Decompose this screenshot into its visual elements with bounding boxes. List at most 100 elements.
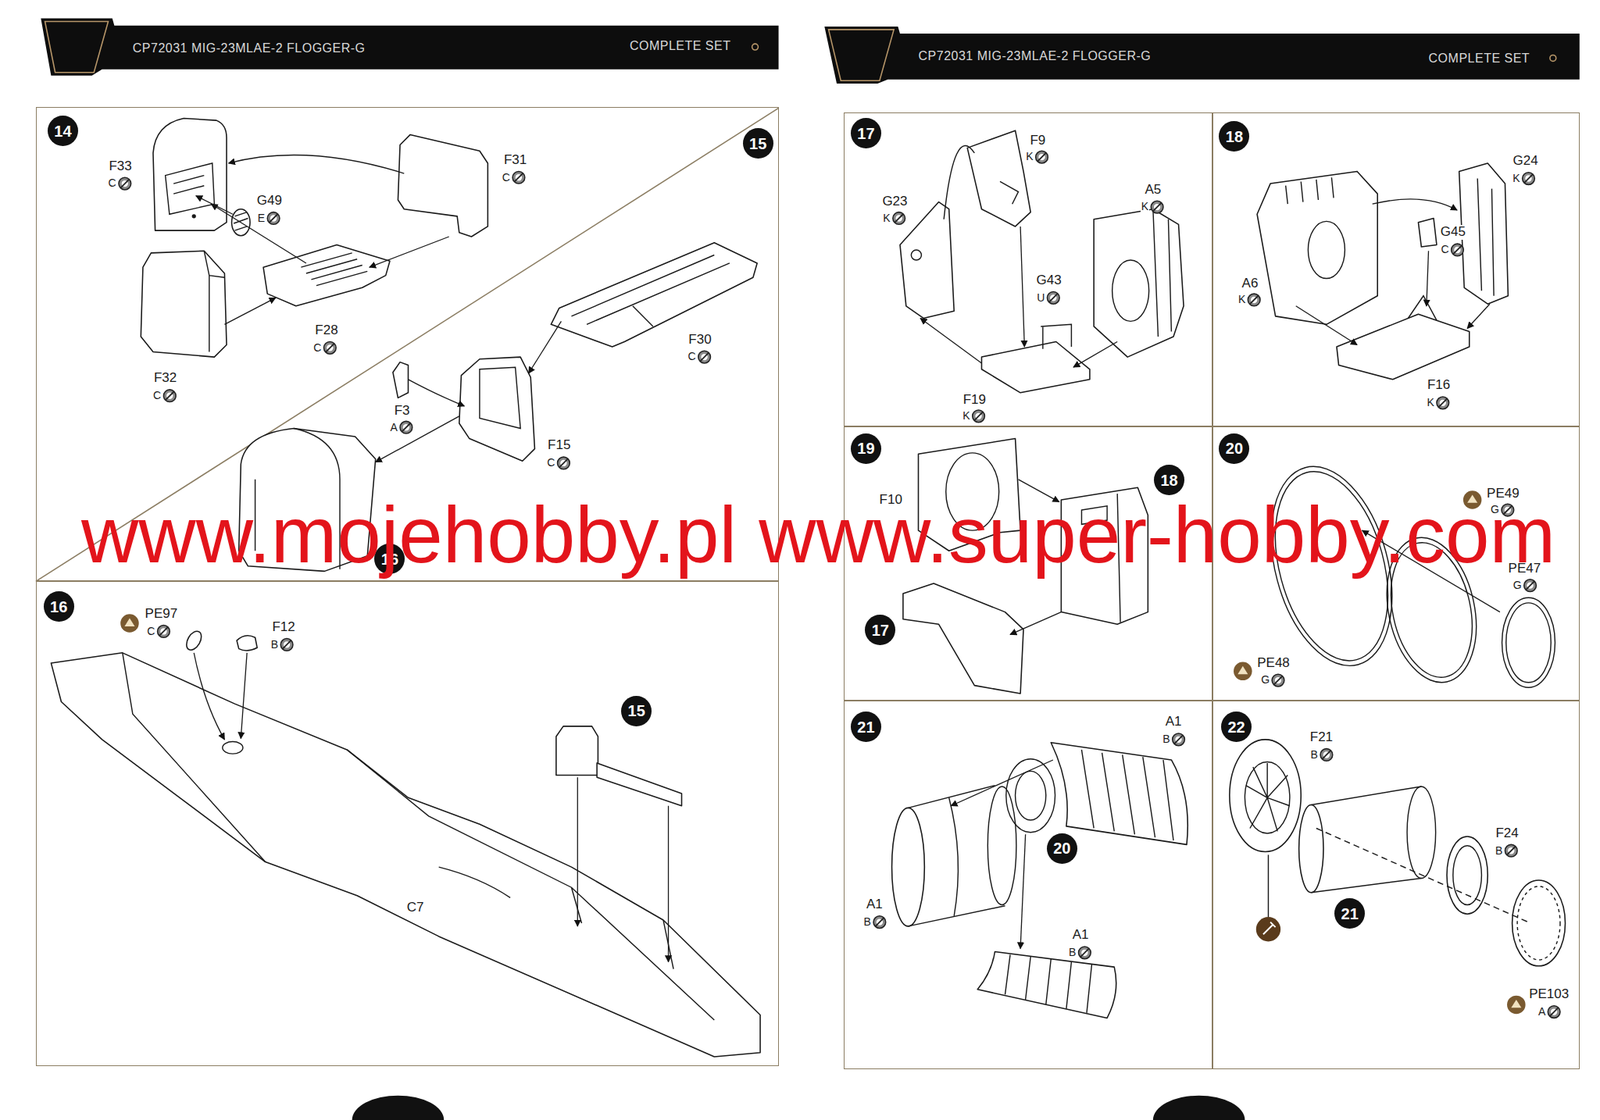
sprue-icon: [1504, 844, 1518, 858]
sprue-icon: [400, 421, 413, 434]
sprue-icon: [1078, 946, 1092, 960]
sprue-icon: [323, 342, 336, 355]
part-detail: [1244, 762, 1290, 834]
header-dot: [752, 43, 759, 50]
sprue-letter: G: [1512, 579, 1523, 592]
part-pe97: [183, 628, 205, 653]
sprue-icon: [1524, 579, 1537, 593]
step-number: 15: [742, 128, 774, 159]
part-f9: [967, 130, 1031, 227]
sprue-icon: [875, 917, 884, 926]
part-f21: [1229, 739, 1301, 853]
sprue-icon: [1525, 581, 1534, 590]
callout-circle: 17: [864, 614, 896, 646]
sprue-icon: [557, 457, 571, 470]
part-a6: [1257, 171, 1378, 325]
assembly-arrow: [224, 297, 275, 325]
assembly-arrow: [1296, 306, 1358, 346]
sprue-icon: [873, 916, 886, 929]
part-detail: [1153, 209, 1172, 337]
part-number: A5: [1143, 182, 1164, 198]
callout-circle: 15: [621, 696, 652, 727]
sprue-icon: [1453, 246, 1461, 254]
sprue-icon: [1046, 292, 1060, 305]
part-f30: [550, 242, 758, 347]
assembly-arrow: [667, 806, 669, 963]
part-a1: [987, 786, 1017, 905]
sprue-letter: C: [107, 177, 118, 190]
assembly-arrow: [1010, 612, 1061, 636]
sprue-letter: B: [1161, 733, 1171, 746]
part-tube: [1299, 804, 1324, 893]
part-detail: [300, 253, 368, 286]
sprue-icon: [1524, 174, 1533, 183]
callout-number: 15: [628, 703, 646, 719]
step18-art: [1257, 163, 1508, 380]
assembly-arrow: [577, 777, 579, 927]
sprue-icon: [1274, 676, 1283, 685]
step22-art: [1229, 739, 1566, 967]
sprue-letter: U: [1035, 292, 1046, 304]
part-detail: [910, 250, 922, 261]
part-f24: [1446, 836, 1488, 915]
part-number: F32: [152, 371, 179, 386]
sprue-letter: C: [146, 625, 156, 638]
part-number: F24: [1493, 826, 1520, 842]
callout-number: 20: [1053, 840, 1071, 857]
part-number: G45: [1439, 225, 1468, 240]
sprue-icon: [282, 640, 291, 649]
pe-icon: [1507, 996, 1526, 1015]
part-number: F30: [686, 332, 713, 348]
callout-number: 17: [871, 622, 890, 639]
sprue-icon: [894, 214, 903, 222]
sprue-letter: C: [546, 457, 556, 469]
sprue-letter: C: [501, 171, 511, 184]
sprue-letter: B: [1310, 749, 1319, 761]
pe-icon: [1233, 662, 1253, 682]
sprue-letter: K: [882, 212, 891, 225]
part-f31: [397, 134, 488, 237]
assembly-arrow: [240, 653, 247, 740]
part-number: G49: [255, 193, 284, 209]
header-bar: [40, 18, 779, 76]
part-detail: [203, 250, 225, 352]
step-panel: 1615: [35, 581, 779, 1066]
sprue-letter: K: [1511, 172, 1521, 185]
part-number: F9: [1028, 133, 1047, 149]
step16-art: [50, 628, 761, 1058]
step-number: 21: [850, 711, 882, 743]
step-panel: 2221: [1212, 700, 1580, 1070]
sprue-letter: B: [1067, 946, 1077, 959]
sprue-icon: [972, 410, 986, 423]
assembly-arrow: [196, 196, 233, 215]
header-text: CP72031 MIG-23MLAE-2 FLOGGER-G: [918, 49, 1152, 64]
part-number: A1: [1071, 928, 1091, 943]
sprue-letter: G: [1260, 674, 1271, 686]
assembly-arrow: [193, 653, 225, 740]
sprue-icon: [402, 423, 411, 432]
part-detail: [1453, 846, 1483, 906]
sprue-icon: [165, 392, 174, 400]
part-detail: [1112, 260, 1150, 322]
part-number: A1: [864, 897, 885, 913]
part-detail: [1477, 178, 1494, 297]
part-detail: [192, 214, 197, 218]
sprue-icon: [1547, 1006, 1561, 1019]
sprue-icon: [1035, 150, 1049, 164]
part-detail: [1285, 177, 1334, 204]
assembly-arrow: [1020, 226, 1025, 347]
part-detail: [165, 163, 215, 215]
part-detail: [1005, 954, 1093, 1013]
sprue-icon: [1049, 293, 1058, 302]
part-a1: [907, 785, 1005, 927]
glue-icon: [1263, 922, 1276, 936]
sprue-letter: A: [1537, 1006, 1547, 1018]
part-number: PE97: [143, 607, 180, 622]
part-detail: [122, 653, 715, 1021]
page-tab: [1153, 1096, 1246, 1120]
step-number: 22: [1221, 711, 1252, 743]
part-number: A1: [1164, 714, 1184, 730]
assembly-arrow: [920, 317, 982, 363]
header-text: COMPLETE SET: [1428, 51, 1531, 66]
sprue-letter: B: [863, 916, 872, 929]
